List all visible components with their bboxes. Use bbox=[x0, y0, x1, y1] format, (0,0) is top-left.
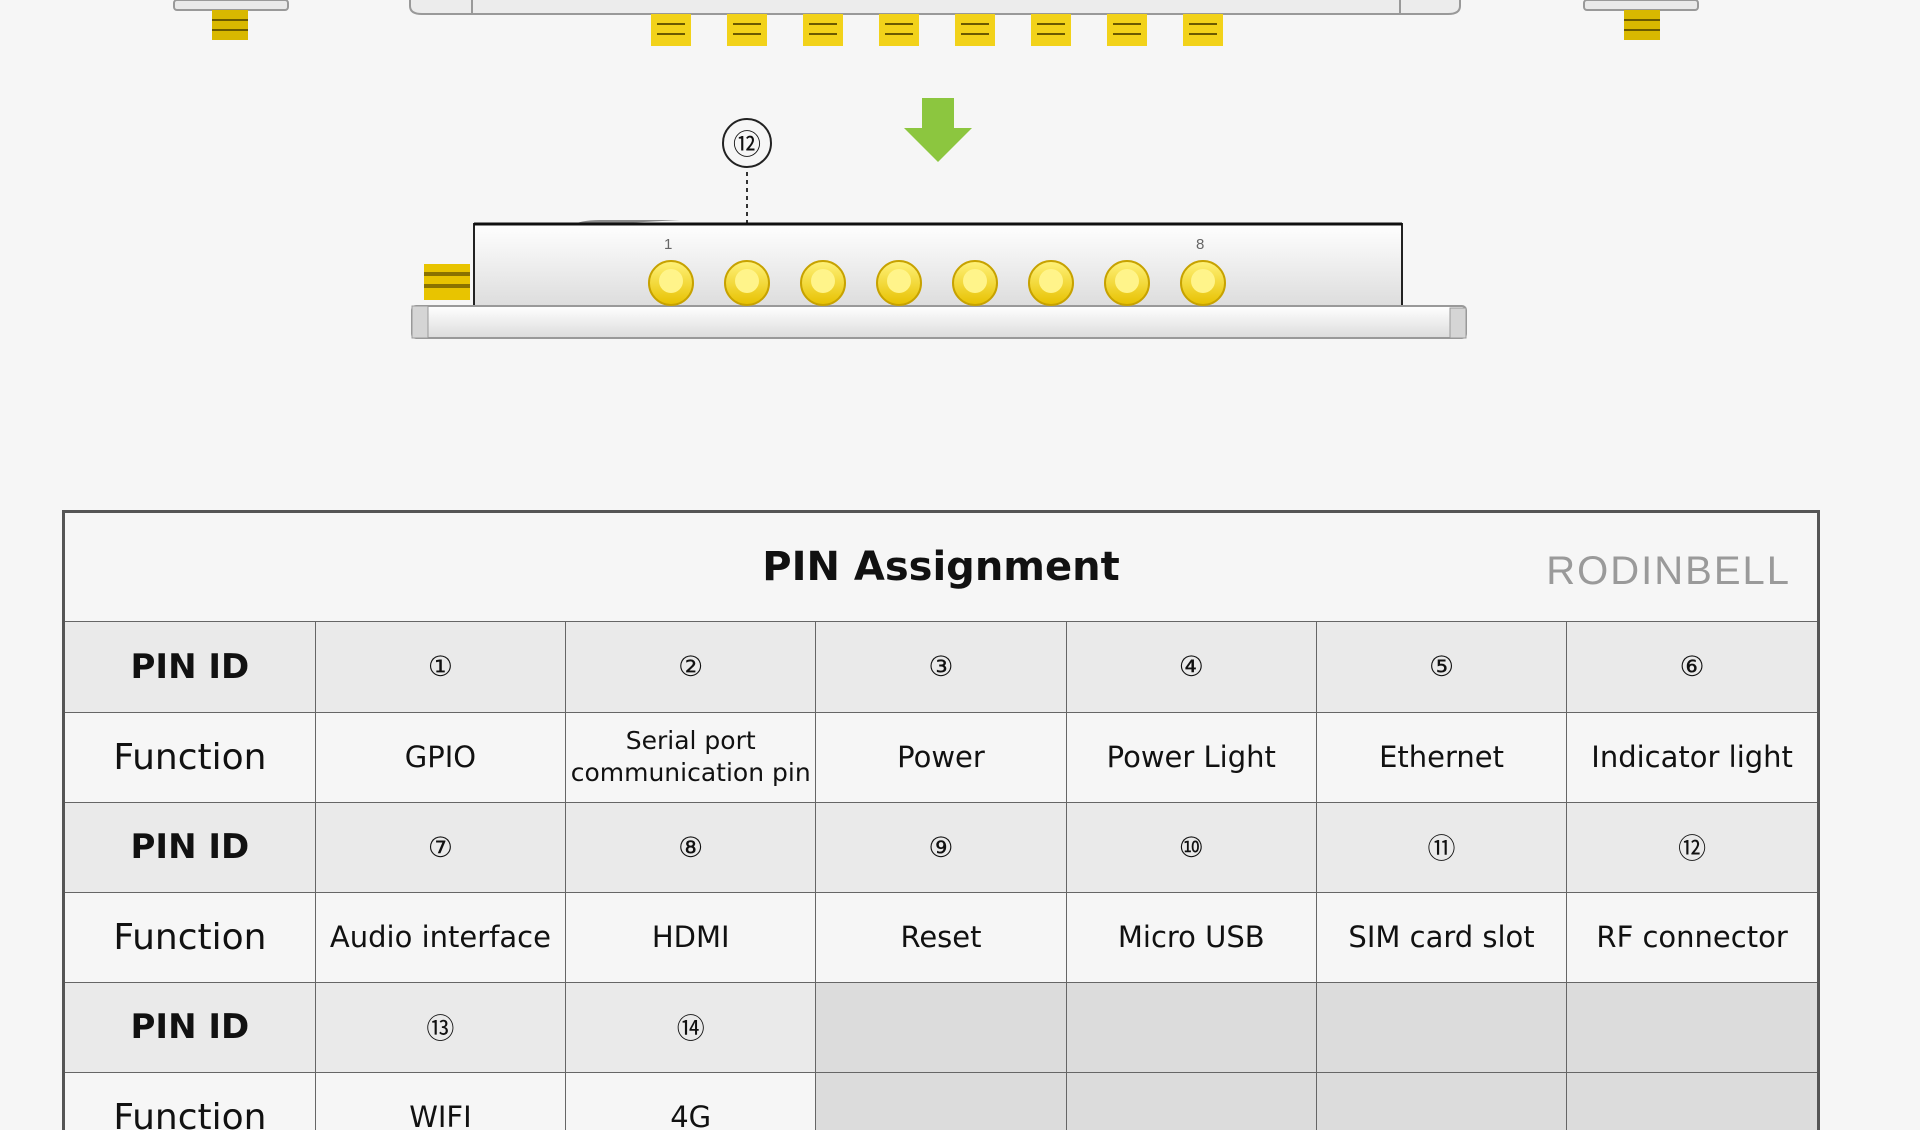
function-cell: GPIO bbox=[314, 711, 567, 803]
top-connector bbox=[1031, 14, 1071, 46]
function-cell: Serial port communication pin bbox=[565, 711, 817, 803]
pin-id-cell: ⑦ bbox=[314, 801, 567, 893]
top-connector bbox=[651, 14, 691, 46]
function-header: Function bbox=[65, 891, 316, 983]
empty-cell bbox=[1315, 1071, 1568, 1130]
down-arrow-icon bbox=[904, 98, 972, 162]
pin-id-cell: ① bbox=[314, 622, 567, 713]
pin-id-header: PIN ID bbox=[65, 622, 316, 713]
empty-cell bbox=[1566, 1071, 1817, 1130]
function-header: Function bbox=[65, 1071, 316, 1130]
device-illustration: ⑫ 1 8 bbox=[0, 0, 1920, 360]
function-cell: SIM card slot bbox=[1315, 891, 1568, 983]
table-title: PIN Assignment bbox=[762, 544, 1120, 590]
function-header: Function bbox=[65, 711, 316, 803]
top-right-bracket bbox=[1583, 0, 1699, 40]
pin-id-cell: ② bbox=[565, 622, 817, 713]
table-title-bar: PIN Assignment RODINBELL bbox=[65, 513, 1817, 622]
top-connector bbox=[1107, 14, 1147, 46]
top-connector bbox=[955, 14, 995, 46]
side-sma-connector bbox=[424, 264, 470, 300]
function-cell: WIFI bbox=[314, 1071, 567, 1130]
top-left-bracket bbox=[173, 0, 289, 40]
pin-id-cell: ⑫ bbox=[1566, 801, 1817, 893]
port-label-last: 8 bbox=[1196, 236, 1205, 253]
side-connector bbox=[952, 260, 998, 306]
empty-cell bbox=[815, 981, 1067, 1073]
brand-logo: RODINBELL bbox=[1546, 549, 1791, 593]
pin-id-cell: ③ bbox=[815, 622, 1067, 713]
side-device-body bbox=[411, 220, 1467, 339]
top-connectors bbox=[651, 14, 1223, 46]
pin-id-cell: ⑪ bbox=[1315, 801, 1568, 893]
side-connector bbox=[800, 260, 846, 306]
function-cell: RF connector bbox=[1566, 891, 1817, 983]
side-connector bbox=[1104, 260, 1150, 306]
side-connector bbox=[724, 260, 770, 306]
top-connector bbox=[803, 14, 843, 46]
callout-number: ⑫ bbox=[722, 118, 772, 168]
pin-id-cell: ⑨ bbox=[815, 801, 1067, 893]
top-device-body bbox=[409, 0, 1461, 15]
empty-cell bbox=[1065, 1071, 1317, 1130]
empty-cell bbox=[1566, 981, 1817, 1073]
function-cell: Indicator light bbox=[1566, 711, 1817, 803]
pin-id-cell: ⑤ bbox=[1315, 622, 1568, 713]
side-connector bbox=[1180, 260, 1226, 306]
empty-cell bbox=[1065, 981, 1317, 1073]
function-cell: Reset bbox=[815, 891, 1067, 983]
function-cell: Micro USB bbox=[1065, 891, 1317, 983]
port-label-first: 1 bbox=[664, 236, 673, 253]
function-cell: Power bbox=[815, 711, 1067, 803]
side-connector bbox=[1028, 260, 1074, 306]
pin-id-cell: ④ bbox=[1065, 622, 1317, 713]
function-cell: 4G bbox=[565, 1071, 817, 1130]
pin-id-cell: ⑭ bbox=[565, 981, 817, 1073]
top-connector bbox=[879, 14, 919, 46]
device-drawing bbox=[173, 0, 1699, 339]
side-connectors bbox=[648, 260, 1226, 306]
function-cell: Ethernet bbox=[1315, 711, 1568, 803]
pin-id-cell: ⑩ bbox=[1065, 801, 1317, 893]
pin-id-cell: ⑬ bbox=[314, 981, 567, 1073]
top-connector bbox=[727, 14, 767, 46]
function-cell: Power Light bbox=[1065, 711, 1317, 803]
empty-cell bbox=[815, 1071, 1067, 1130]
function-cell: Audio interface bbox=[314, 891, 567, 983]
side-connector bbox=[876, 260, 922, 306]
function-cell: HDMI bbox=[565, 891, 817, 983]
pin-id-cell: ⑧ bbox=[565, 801, 817, 893]
top-connector bbox=[1183, 14, 1223, 46]
side-connector bbox=[648, 260, 694, 306]
pin-id-header: PIN ID bbox=[65, 981, 316, 1073]
empty-cell bbox=[1315, 981, 1568, 1073]
pin-id-header: PIN ID bbox=[65, 801, 316, 893]
pin-id-cell: ⑥ bbox=[1566, 622, 1817, 713]
